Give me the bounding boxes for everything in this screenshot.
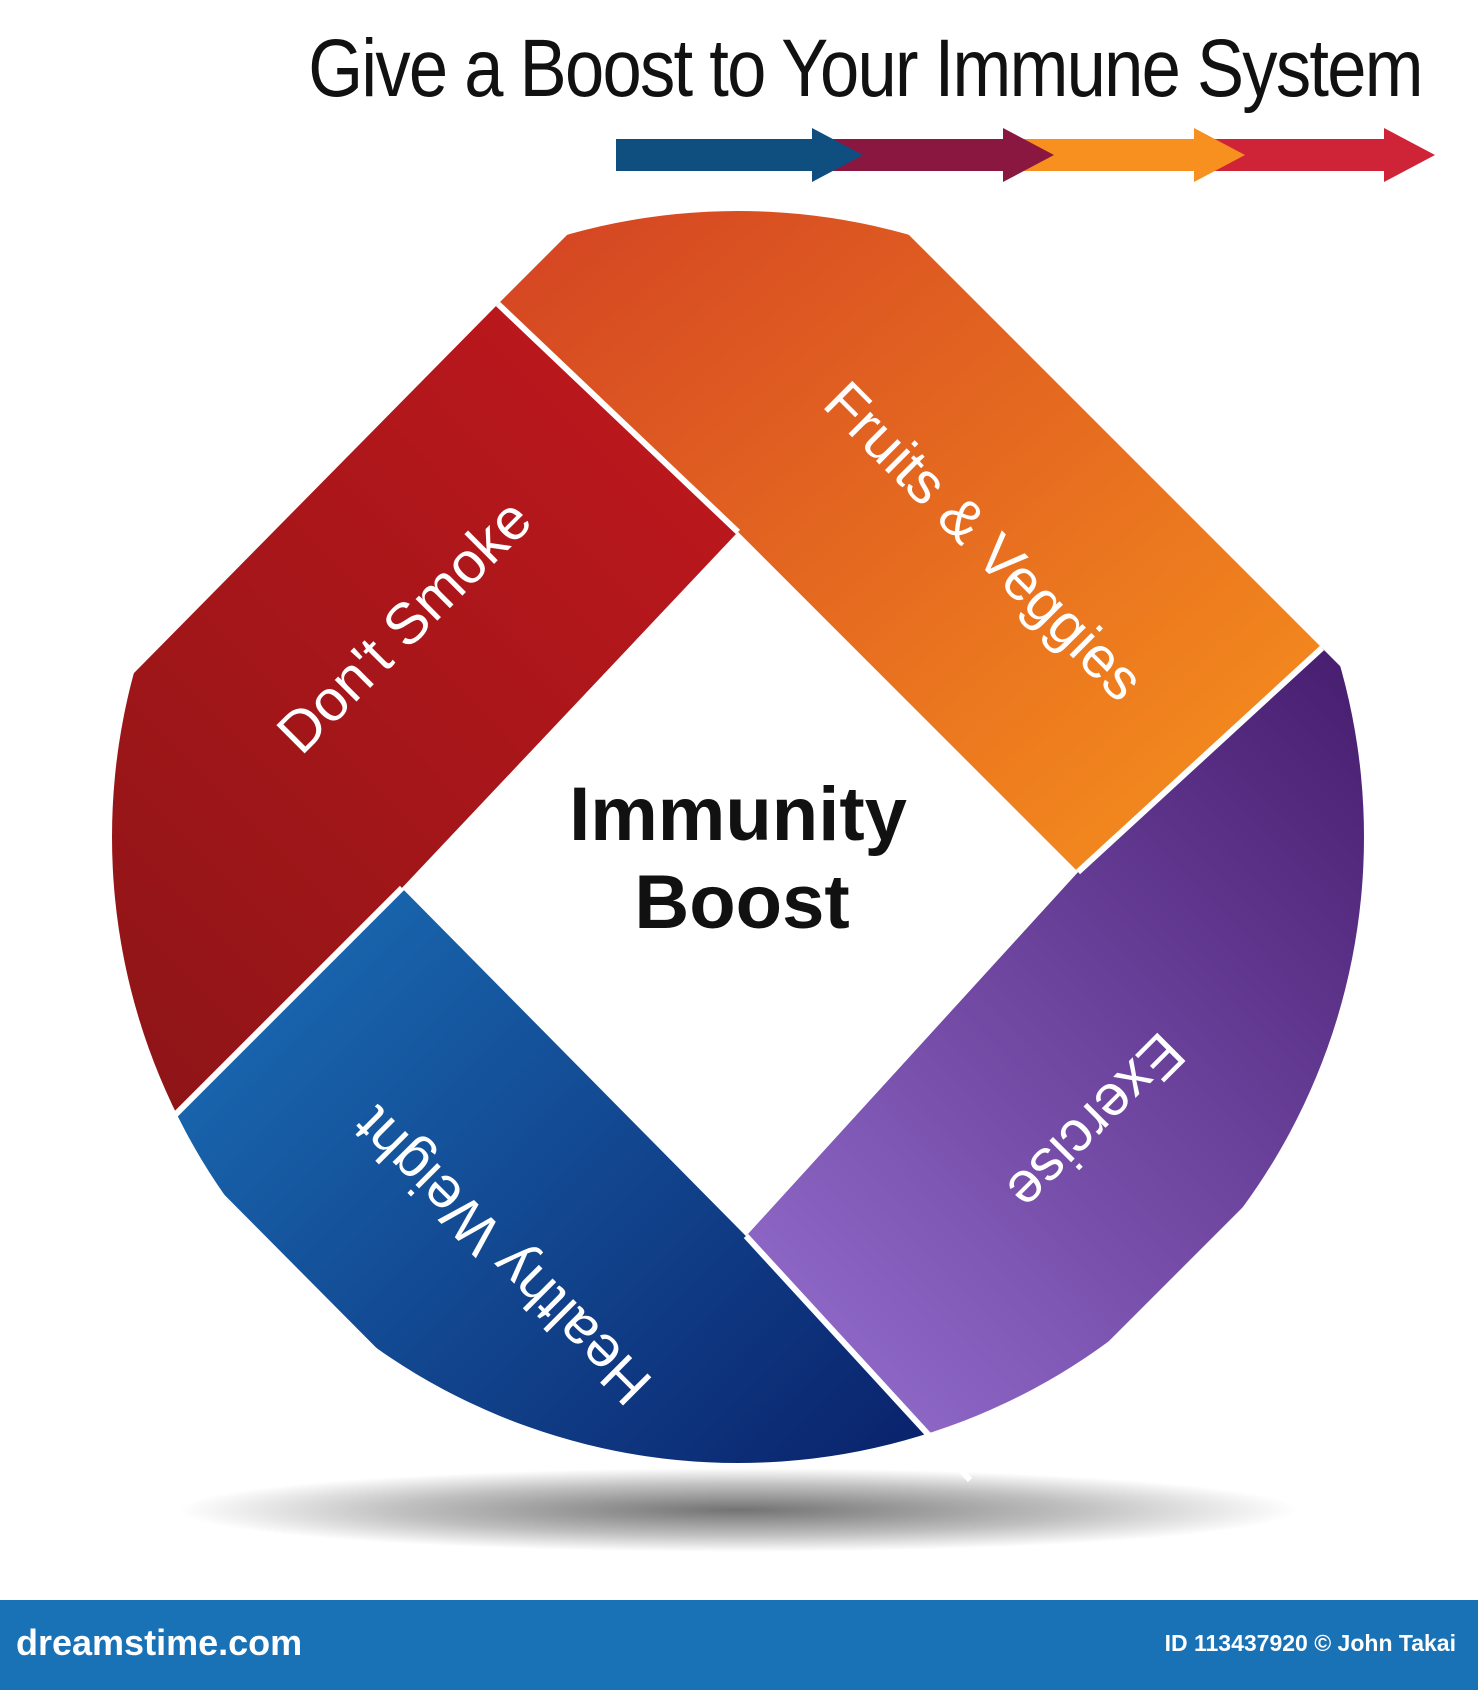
arrow-1 [616,128,863,182]
segment-healthy-weight [160,888,970,1463]
footer-bar: dreamstime.com ID 113437920 © John Takai [0,1600,1478,1690]
diagram-title: Give a Boost to Your Immune System [308,23,1423,114]
center-title-line2: Boost [634,860,849,945]
arrow-3 [988,128,1245,182]
center-diamond [402,532,1078,1236]
arrow-2 [808,128,1054,182]
footer-credit: ID 113437920 © John Takai [1164,1630,1456,1656]
footer-brand: dreamstime.com [16,1622,303,1663]
segment-dividers [157,301,1325,1483]
progress-arrows [616,128,1435,182]
segment-exercise [746,648,1364,1463]
center-title-line1: Immunity [569,772,907,857]
arrow-4 [1176,128,1435,182]
immunity-wheel: Immunity Boost Fruits & Veggies Exercise… [112,211,1364,1552]
segment-fruits-veggies [498,211,1364,872]
segment-dont-smoke [112,304,738,1130]
ground-shadow [178,1468,1298,1552]
